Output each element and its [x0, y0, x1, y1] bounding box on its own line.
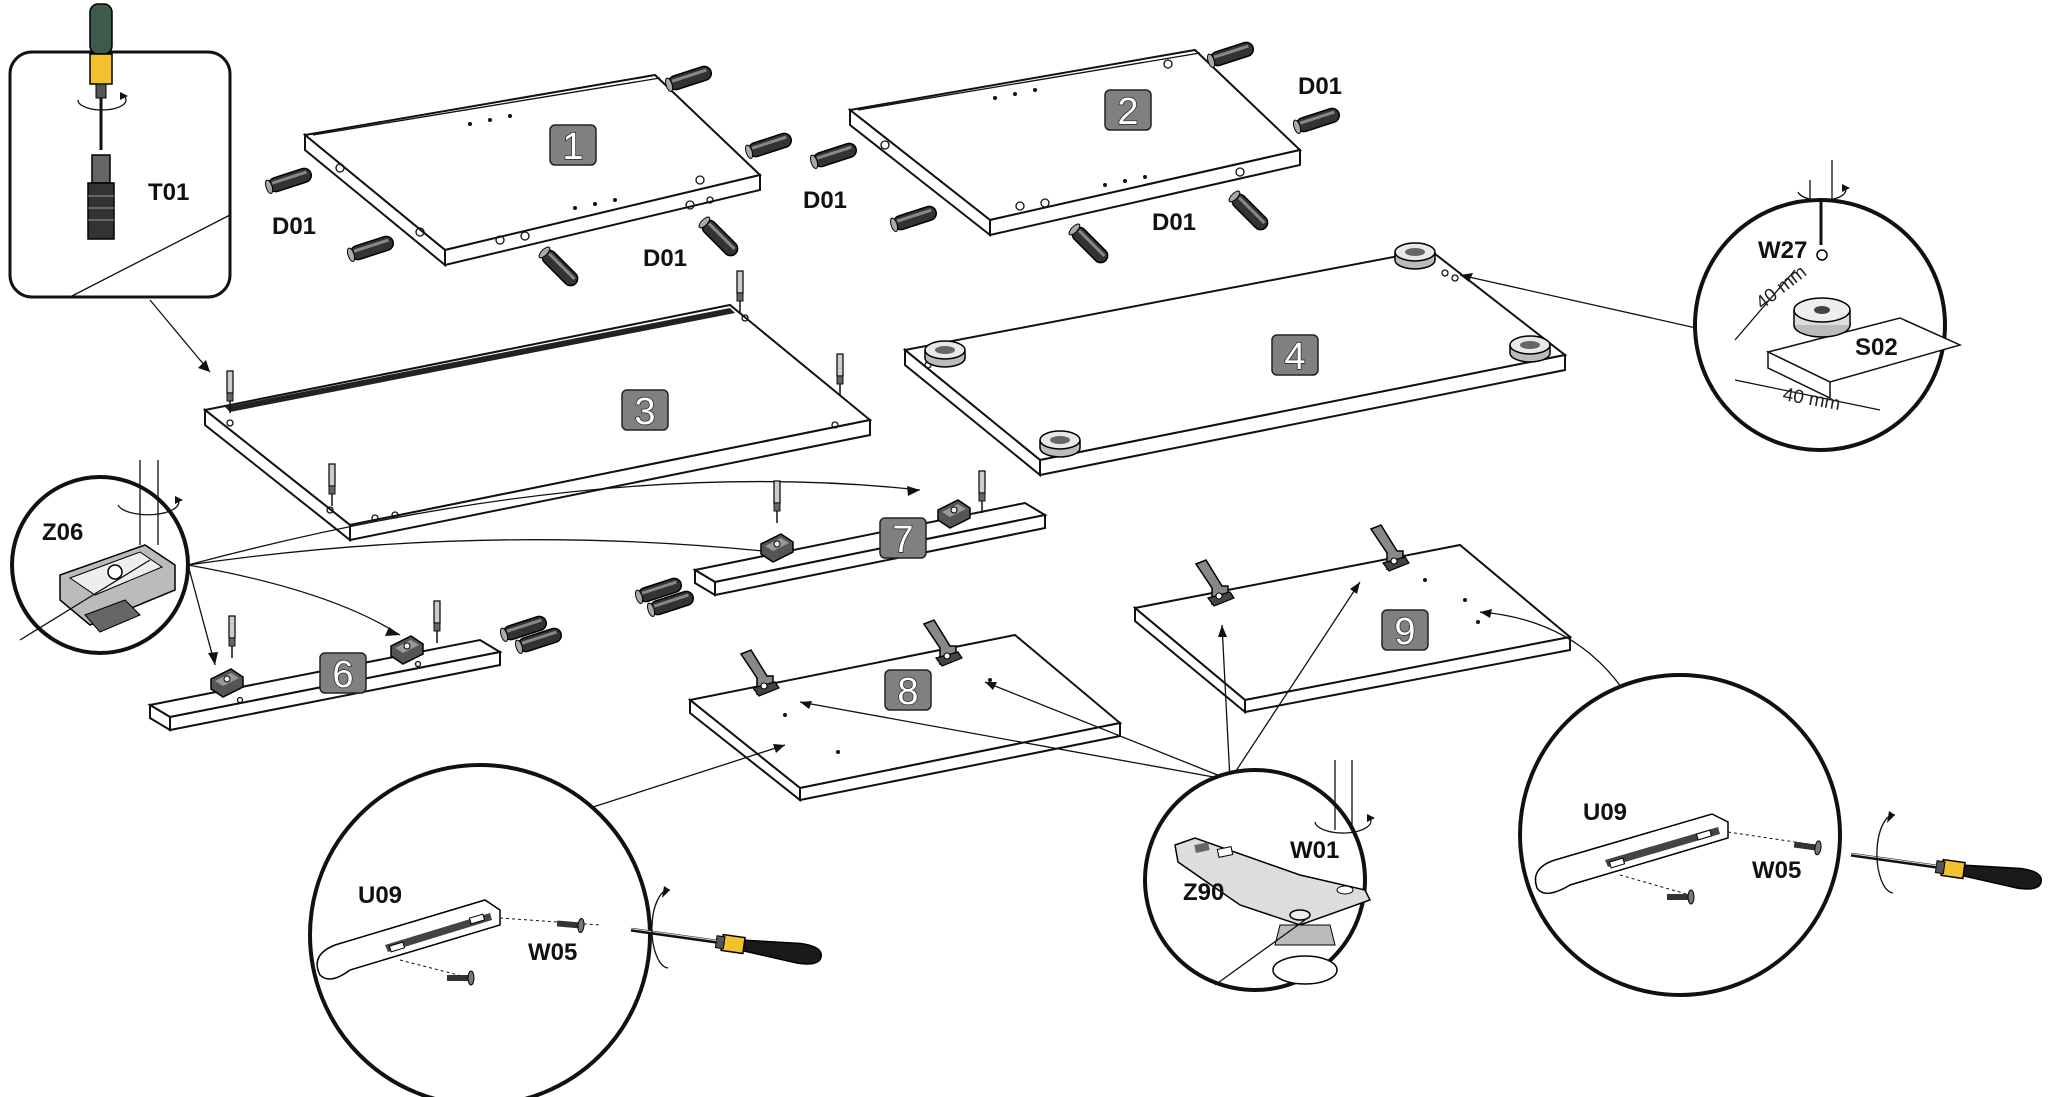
panel-8: 8 [687, 619, 1123, 803]
panel-number-7: 7 [892, 519, 913, 561]
label-w27: W27 [1758, 237, 1807, 264]
label-d01-e: D01 [1152, 209, 1196, 236]
label-z06: Z06 [42, 519, 83, 546]
panel-9: 9 [1132, 524, 1573, 715]
inset-w27-s02: W27 S02 40 mm 40 mm [1693, 160, 1963, 452]
label-t01: T01 [148, 179, 189, 206]
panel-number-9: 9 [1394, 611, 1415, 653]
label-d01-b: D01 [643, 245, 687, 272]
panel-number-8: 8 [897, 671, 918, 713]
panel-number-1: 1 [562, 126, 583, 168]
label-d01-a: D01 [272, 213, 316, 240]
label-z90: Z90 [1183, 879, 1224, 906]
panel-6: 6 [147, 600, 564, 732]
label-u09-right: U09 [1583, 799, 1627, 826]
screw-icon [556, 918, 585, 934]
screw-icon-4 [1667, 889, 1695, 905]
label-u09-left: U09 [358, 882, 402, 909]
panel-number-4: 4 [1284, 336, 1305, 378]
label-d01-d: D01 [803, 187, 847, 214]
inset-t01: T01 [8, 3, 232, 299]
panel-3: 3 [202, 270, 873, 543]
panel-4: 4 [902, 242, 1568, 478]
label-w01: W01 [1290, 837, 1339, 864]
inset-z90-w01: W01 Z90 [1143, 760, 1375, 992]
screw-icon-2 [447, 970, 475, 986]
inset-z06: Z06 [10, 460, 190, 655]
screw-icon-3 [1793, 840, 1822, 856]
cam-bolt-icon [87, 154, 115, 240]
panel-7: 7 [633, 470, 1048, 619]
label-w05-left: W05 [528, 939, 577, 966]
label-s02: S02 [1855, 334, 1898, 361]
panel-1: 1 [263, 63, 794, 290]
panel-number-3: 3 [634, 391, 655, 433]
panel-2: 2 [808, 39, 1342, 267]
label-w05-right: W05 [1752, 857, 1801, 884]
panel-number-2: 2 [1117, 91, 1138, 133]
panel-number-6: 6 [332, 654, 353, 696]
inset-u09-w05-right: U09 W05 [1518, 673, 2045, 997]
label-d01-c: D01 [1298, 73, 1342, 100]
inset-u09-w05-left: U09 W05 [308, 763, 825, 1097]
